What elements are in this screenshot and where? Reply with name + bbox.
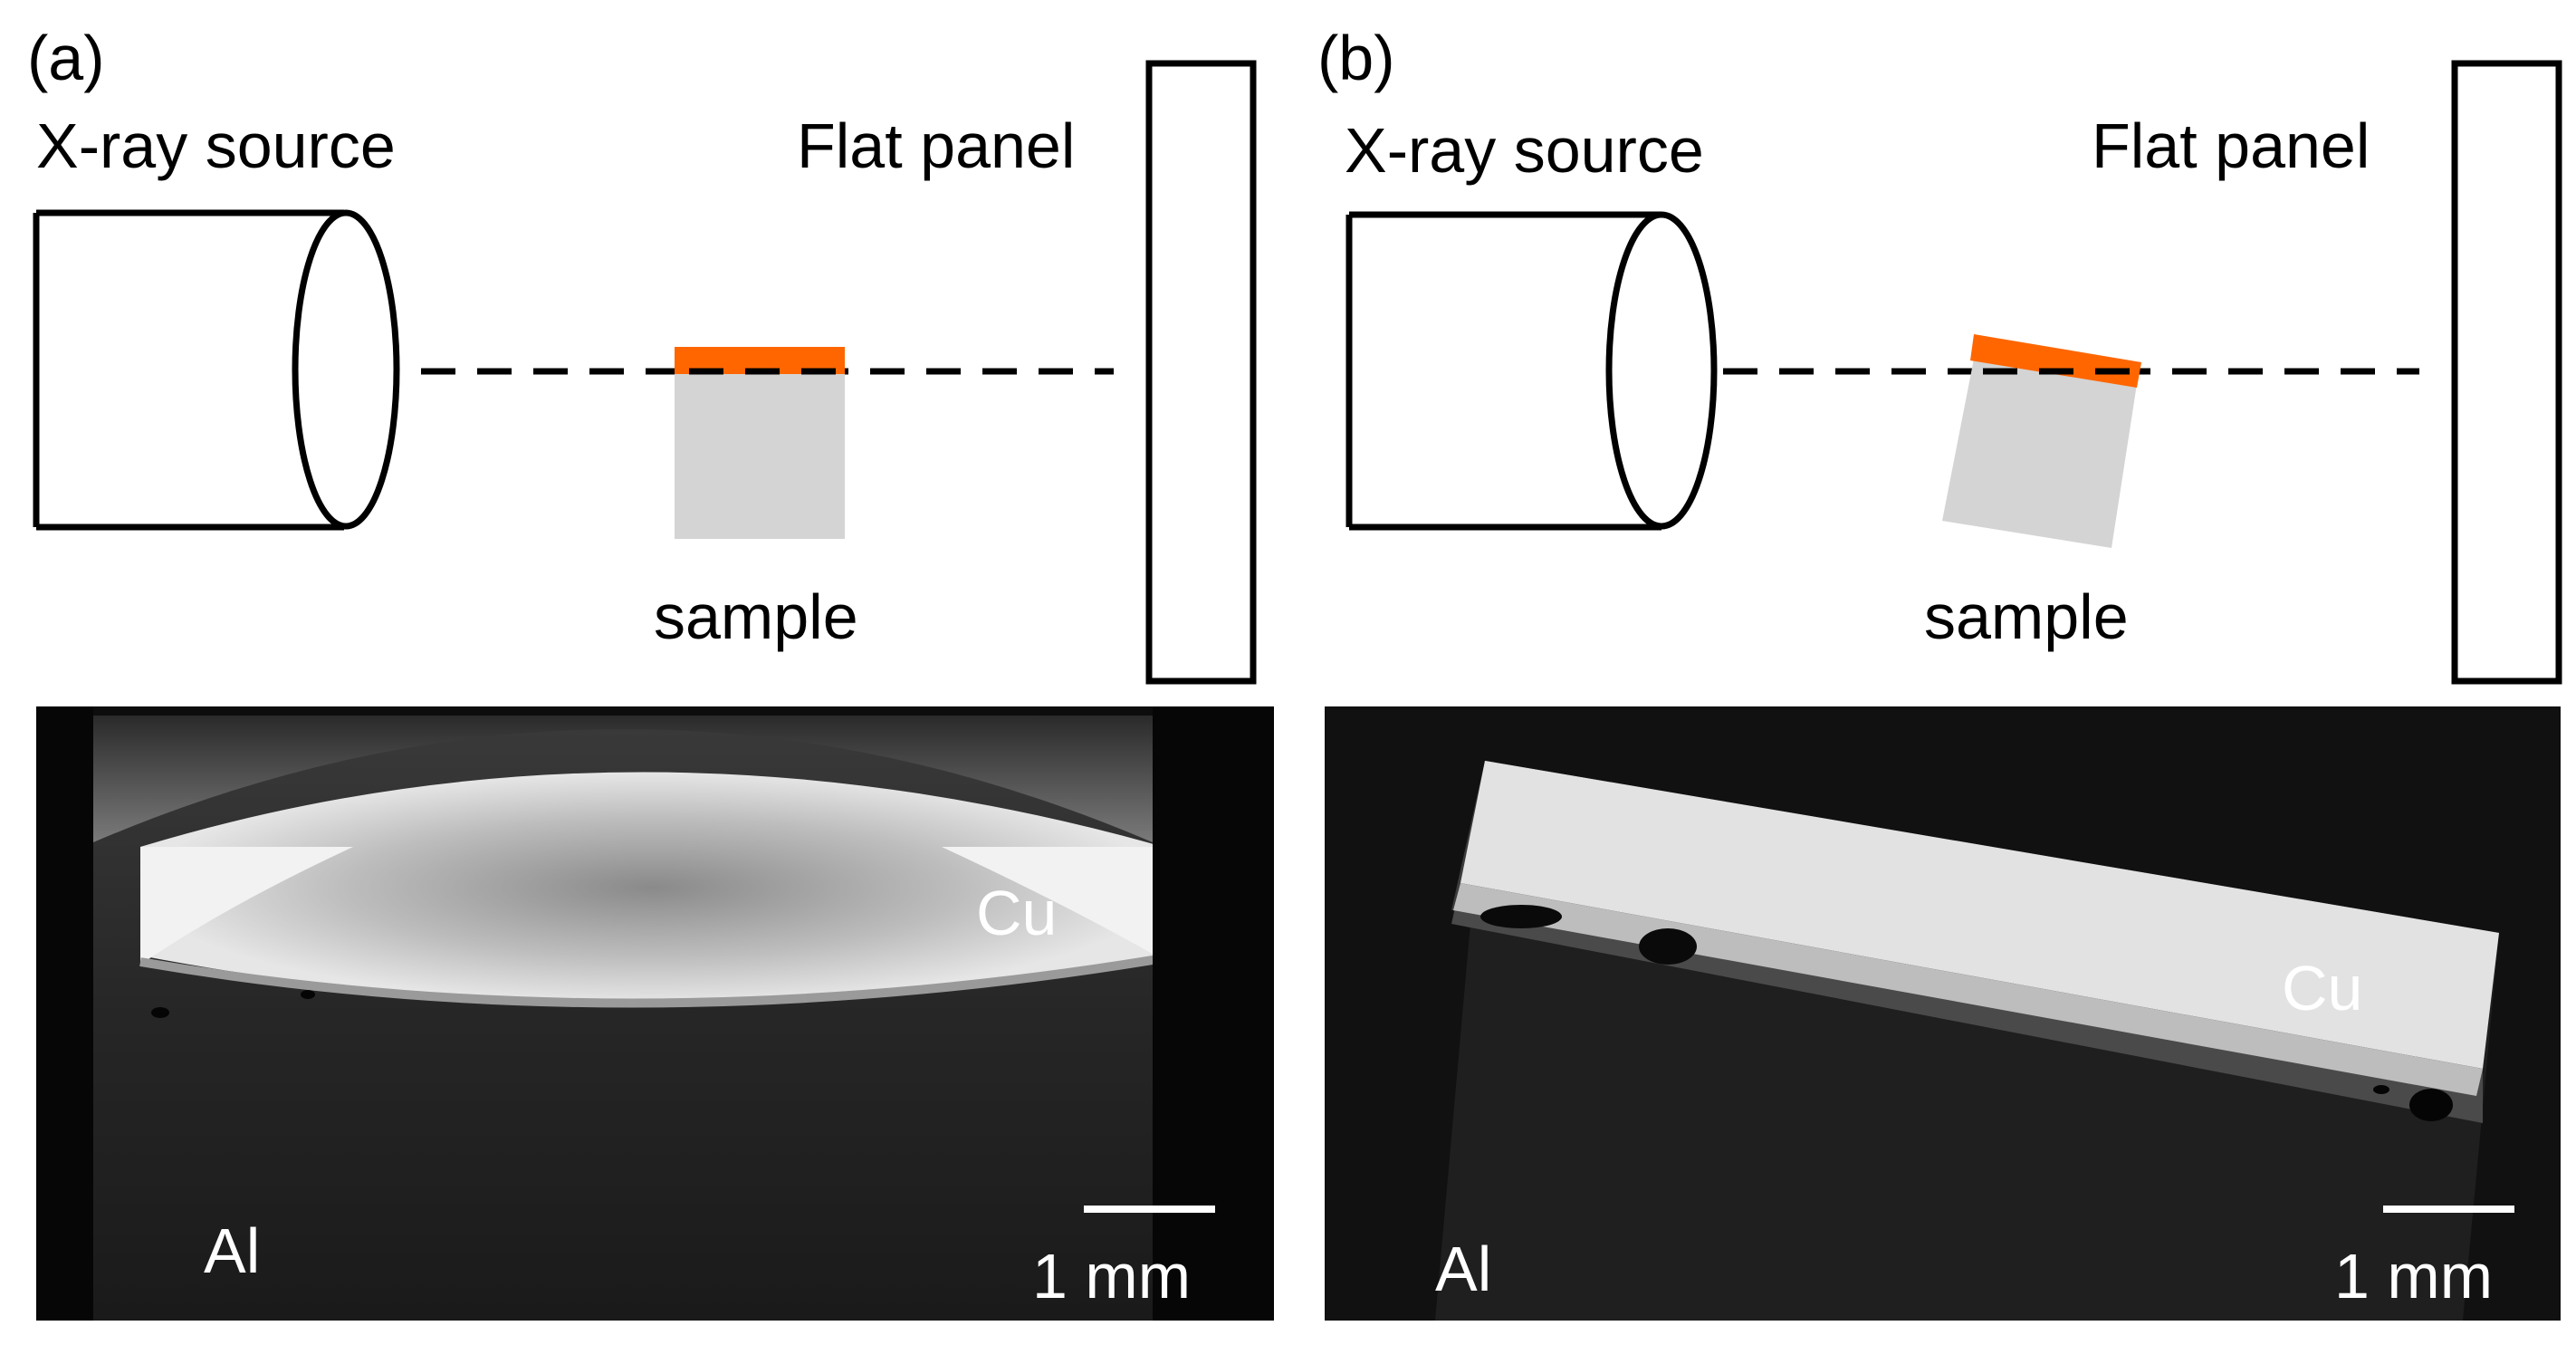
panel-letter: (b) bbox=[1317, 23, 1395, 93]
flat-panel-label: Flat panel bbox=[797, 110, 1075, 181]
scale-bar-label: 1 mm bbox=[1032, 1241, 1191, 1311]
cu-label: Cu bbox=[2282, 953, 2362, 1023]
x-ray-source bbox=[1345, 211, 1718, 531]
panel-letter: (a) bbox=[27, 23, 105, 93]
ct-image: Cu Al 1 mm bbox=[36, 706, 1274, 1321]
sample-label: sample bbox=[1924, 581, 2129, 652]
sample bbox=[1942, 334, 2141, 548]
flat-panel-detector bbox=[1145, 60, 1257, 685]
sample bbox=[675, 347, 845, 539]
panel-a: (a) X-ray source Flat panel sample bbox=[27, 23, 1274, 1321]
scale-bar-label: 1 mm bbox=[2334, 1241, 2493, 1311]
flat-panel-label: Flat panel bbox=[2092, 110, 2370, 181]
x-ray-source-label: X-ray source bbox=[1345, 115, 1704, 186]
sample-label: sample bbox=[654, 581, 858, 652]
x-ray-source-label: X-ray source bbox=[36, 110, 396, 181]
cu-label: Cu bbox=[976, 878, 1057, 948]
al-label: Al bbox=[204, 1215, 260, 1286]
al-label: Al bbox=[1435, 1234, 1491, 1304]
flat-panel-detector bbox=[2451, 60, 2562, 685]
panel-b: (b) X-ray source Flat panel sample bbox=[1317, 23, 2562, 1321]
ct-image: Cu Al 1 mm bbox=[1325, 706, 2561, 1321]
x-ray-source bbox=[33, 209, 400, 531]
